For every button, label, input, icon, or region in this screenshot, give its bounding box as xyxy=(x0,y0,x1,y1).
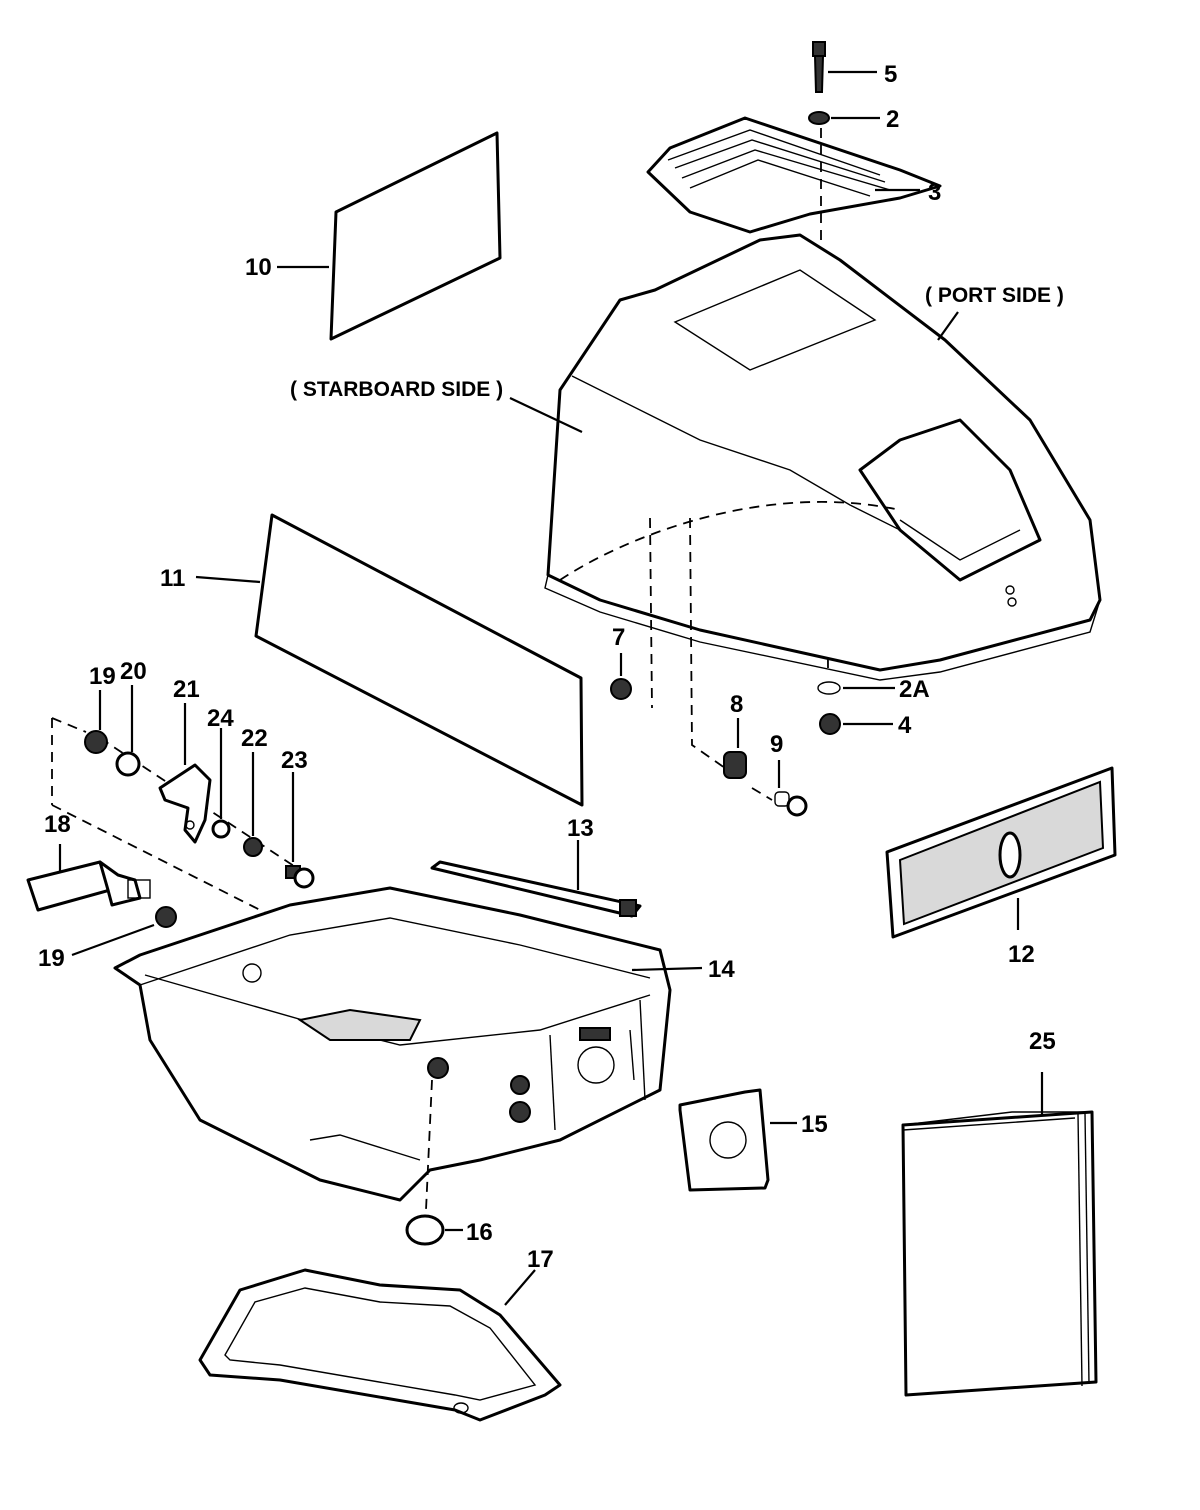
callout-2: 2 xyxy=(886,106,899,133)
nut-19-upper xyxy=(84,730,108,754)
callout-4: 4 xyxy=(898,712,912,739)
bottom-cowl-14 xyxy=(113,886,672,1202)
starboard-side-label: ( STARBOARD SIDE ) xyxy=(290,378,503,401)
top-cover-3 xyxy=(646,116,942,234)
callout-3: 3 xyxy=(928,179,941,206)
callout-8: 8 xyxy=(730,691,743,718)
decal-10 xyxy=(329,131,502,341)
decal-11 xyxy=(254,513,584,807)
latch-21 xyxy=(158,763,212,844)
callout-15: 15 xyxy=(801,1111,828,1138)
nut-4 xyxy=(819,713,841,735)
plate-15 xyxy=(678,1088,770,1192)
callout-25: 25 xyxy=(1029,1028,1056,1055)
callout-5: 5 xyxy=(884,61,897,88)
washer-20 xyxy=(115,751,141,777)
callout-9: 9 xyxy=(770,731,783,758)
callout-2a: 2A xyxy=(899,676,930,703)
nut-7 xyxy=(610,678,632,700)
callout-11: 11 xyxy=(160,565,185,592)
port-side-label: ( PORT SIDE ) xyxy=(925,284,1064,307)
washer-2a xyxy=(817,681,841,695)
callout-23: 23 xyxy=(281,747,308,774)
callout-19-upper: 19 xyxy=(89,663,116,690)
callout-10: 10 xyxy=(245,254,272,281)
callout-7: 7 xyxy=(612,624,625,651)
seal-strip-13 xyxy=(430,860,642,918)
bushing-8 xyxy=(723,751,747,779)
nut-22 xyxy=(243,837,263,857)
callout-17: 17 xyxy=(527,1246,554,1273)
nut-19-lower xyxy=(155,906,177,928)
seal-17 xyxy=(198,1268,562,1422)
callout-18: 18 xyxy=(44,811,71,838)
callout-13: 13 xyxy=(567,815,594,842)
bolt-9 xyxy=(751,787,808,817)
screw-5 xyxy=(812,41,826,93)
handle-18 xyxy=(26,860,151,912)
washer-2 xyxy=(808,111,830,125)
callout-14: 14 xyxy=(708,956,735,983)
plug-16 xyxy=(405,1214,445,1246)
callout-21: 21 xyxy=(173,676,200,703)
top-cowl xyxy=(544,233,1102,681)
callout-19-lower: 19 xyxy=(38,945,65,972)
callout-16: 16 xyxy=(466,1219,493,1246)
callout-22: 22 xyxy=(241,725,268,752)
callout-12: 12 xyxy=(1008,941,1035,968)
label-plate-12 xyxy=(885,766,1117,939)
callout-24: 24 xyxy=(207,705,234,732)
manual-25 xyxy=(901,1110,1098,1397)
screw-23 xyxy=(285,865,315,889)
washer-24 xyxy=(211,819,231,839)
callout-20: 20 xyxy=(120,658,147,685)
